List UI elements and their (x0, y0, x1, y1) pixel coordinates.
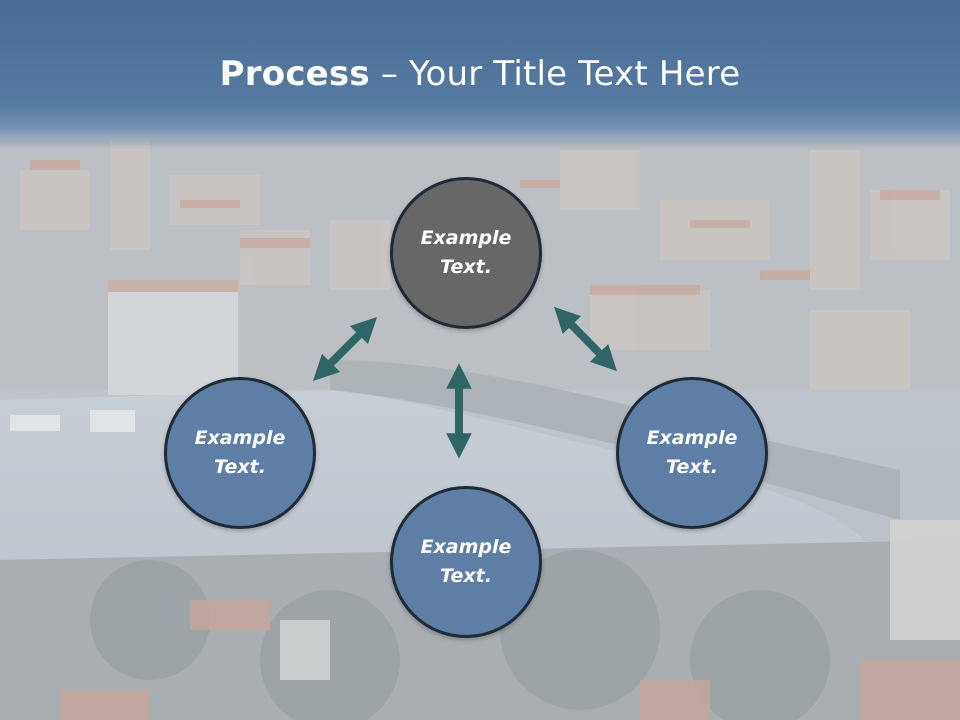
title-text: Your Title Text Here (409, 54, 741, 94)
page-title: Process – Your Title Text Here (0, 52, 960, 96)
node-top-line1: Example (420, 227, 512, 249)
node-left-line1: Example (194, 427, 286, 449)
node-bottom-line2: Text. (440, 565, 492, 587)
node-left-line2: Text. (214, 456, 266, 478)
title-bold: Process (219, 54, 370, 94)
node-right-line2: Text. (666, 456, 718, 478)
node-right-line1: Example (646, 427, 738, 449)
arrow-top-left (312, 316, 378, 382)
arrow-top-right (554, 306, 617, 372)
node-top-line2: Text. (440, 256, 492, 278)
node-bottom-line1: Example (420, 536, 512, 558)
title-separator: – (380, 54, 399, 94)
title-bar (0, 0, 960, 150)
